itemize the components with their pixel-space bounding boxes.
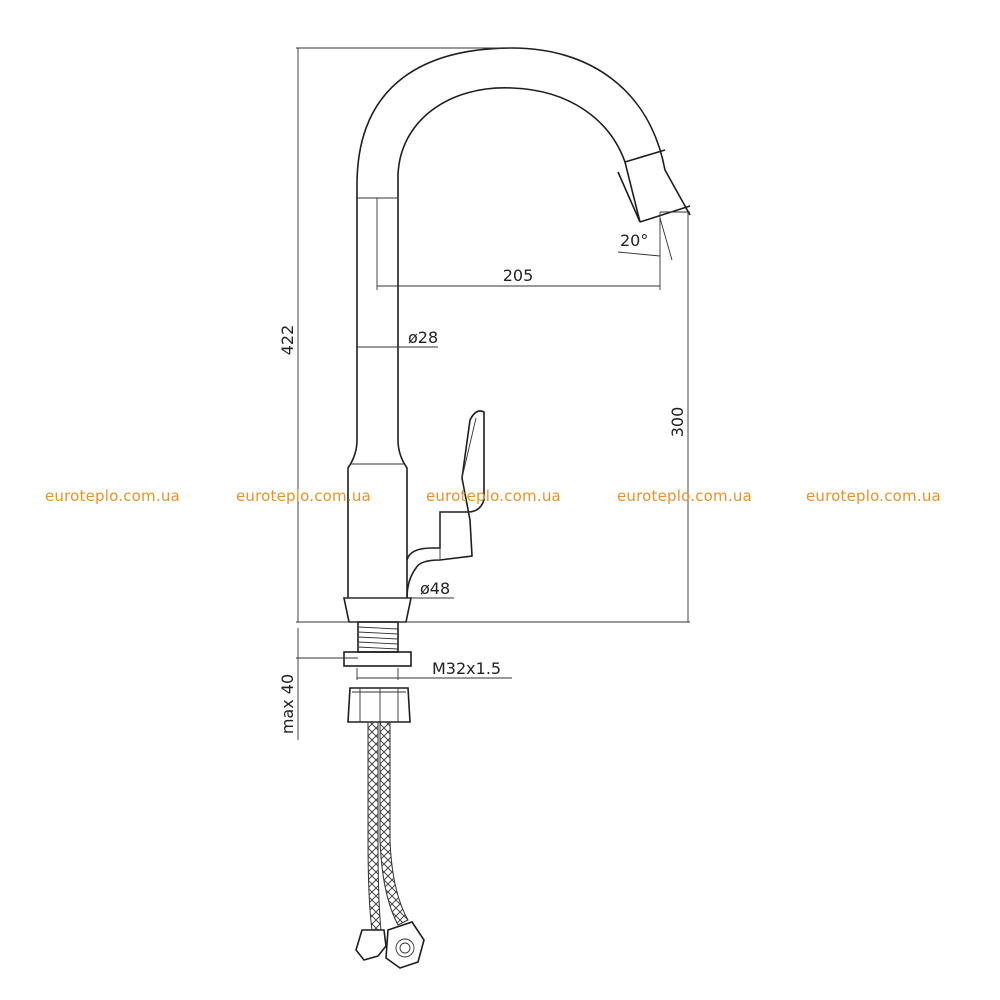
dim-300-label: 300	[668, 407, 687, 438]
watermark-row: euroteplo.com.ua euroteplo.com.ua eurote…	[0, 487, 1000, 509]
fitting-left	[355, 929, 387, 961]
mounting-nut	[347, 687, 411, 723]
washer	[343, 651, 412, 667]
dim-angle-label: 20°	[620, 231, 648, 250]
spout-aerator	[617, 149, 691, 223]
hose-left	[367, 721, 382, 931]
dim-angle-line	[659, 217, 673, 261]
dim-28-label: ø28	[408, 328, 438, 347]
dimension-labels: 422 300 205 20° ø28 ø48 M32x1.5 max 40	[278, 231, 687, 734]
mounting-assembly	[343, 621, 425, 969]
dim-48-label: ø48	[420, 579, 450, 598]
spout-inner-arc	[397, 87, 641, 223]
lever-handle	[406, 410, 485, 599]
hose-right	[379, 721, 409, 926]
dim-angle-leader	[617, 251, 661, 257]
spout-outer-arc	[356, 47, 691, 216]
fitting-right	[385, 921, 425, 969]
vertical-tube	[356, 198, 399, 440]
faucet-body	[343, 47, 691, 623]
watermark-text: euroteplo.com.ua	[617, 487, 752, 505]
lever-detail	[439, 417, 477, 560]
dimension-lines	[296, 47, 690, 740]
nut-faces	[359, 688, 399, 722]
watermark-text: euroteplo.com.ua	[806, 487, 941, 505]
fitting-bore	[395, 938, 415, 958]
watermark-text: euroteplo.com.ua	[45, 487, 180, 505]
dim-422-label: 422	[278, 325, 297, 356]
dim-max40-label: max 40	[278, 674, 297, 734]
base-bottom	[343, 597, 412, 623]
dim-m32-label: M32x1.5	[432, 659, 501, 678]
watermark-text: euroteplo.com.ua	[426, 487, 561, 505]
fitting-bore-inner	[399, 942, 411, 954]
thread-lines	[357, 626, 399, 650]
watermark-text: euroteplo.com.ua	[236, 487, 371, 505]
dim-205-label: 205	[503, 266, 534, 285]
tube-transition	[347, 439, 408, 598]
